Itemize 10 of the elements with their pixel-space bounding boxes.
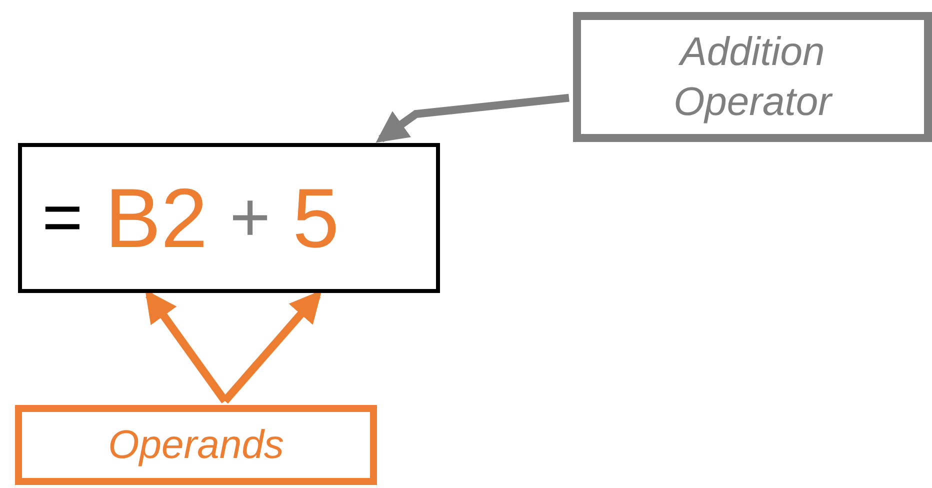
number: 5 [292,170,340,266]
callout-box [573,12,932,142]
callout-label: Addition Operator [672,29,834,126]
equals-sign: = [42,177,83,258]
cell-reference: B2 [104,170,208,266]
formula-box [18,143,440,293]
plus-sign: + [230,177,271,258]
callout-box [15,405,377,485]
callout-label: Operands [108,422,284,469]
arrow [376,94,570,143]
